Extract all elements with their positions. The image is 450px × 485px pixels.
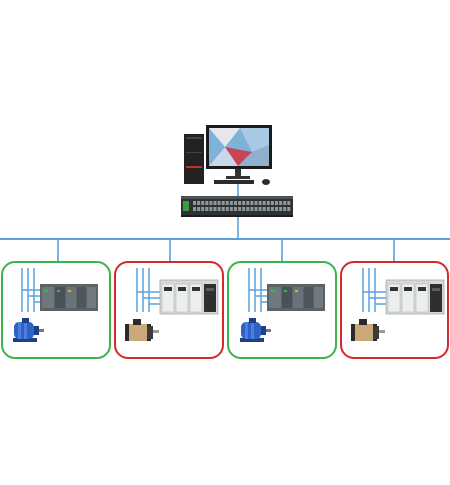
switch-port — [225, 207, 229, 211]
switch-port — [193, 207, 196, 211]
switch-port — [201, 201, 205, 205]
switch-port — [258, 201, 262, 205]
switch-port — [279, 207, 283, 211]
servo-motor-icon — [351, 319, 385, 341]
switch-port — [266, 201, 270, 205]
switch-port — [209, 201, 213, 205]
switch-port — [217, 207, 221, 211]
switch-port — [258, 207, 262, 211]
switch-port — [283, 207, 287, 211]
field-wiring — [136, 268, 160, 312]
switch-port — [229, 207, 233, 211]
servo-drive-rack-icon — [159, 279, 219, 315]
switch-port — [205, 207, 209, 211]
switch-port — [193, 201, 196, 205]
switch-port — [270, 201, 274, 205]
switch-port — [197, 201, 201, 205]
switch-port — [279, 201, 283, 205]
switch-port — [238, 207, 242, 211]
switch-port — [246, 201, 250, 205]
switch-port — [213, 207, 217, 211]
switch-port — [221, 207, 225, 211]
node-2 — [114, 261, 224, 359]
switch-port — [266, 207, 270, 211]
switch-port — [275, 207, 278, 211]
switch-port — [201, 207, 205, 211]
blue-induction-motor-icon — [240, 318, 271, 342]
switch-port — [250, 207, 254, 211]
desktop-computer-icon — [184, 125, 272, 185]
switch-port — [254, 201, 258, 205]
servo-drive-rack-icon — [385, 279, 445, 315]
switch-port — [234, 201, 237, 205]
switch-port — [234, 207, 237, 211]
switch-port — [221, 201, 225, 205]
switch-port — [242, 201, 246, 205]
switch-port — [213, 201, 217, 205]
network-switch-icon — [181, 196, 293, 217]
switch-port — [270, 207, 274, 211]
switch-port — [197, 207, 201, 211]
blue-induction-motor-icon — [13, 318, 44, 342]
switch-port — [262, 207, 266, 211]
node-4 — [340, 261, 449, 359]
switch-port — [283, 201, 287, 205]
field-wiring — [248, 268, 267, 312]
switch-port — [250, 201, 254, 205]
switch-port — [242, 207, 246, 211]
plc-rack-icon — [40, 284, 98, 311]
switch-port — [246, 207, 250, 211]
field-wiring — [21, 268, 40, 312]
switch-port — [209, 207, 213, 211]
switch-port — [225, 201, 229, 205]
plc-rack-icon — [267, 284, 325, 311]
servo-motor-icon — [125, 319, 159, 341]
switch-port — [217, 201, 221, 205]
node-3 — [227, 261, 337, 359]
switch-port — [262, 201, 266, 205]
switch-port — [229, 201, 233, 205]
switch-port — [254, 207, 258, 211]
switch-port — [287, 207, 291, 211]
switch-port — [275, 201, 278, 205]
switch-port — [238, 201, 242, 205]
switch-port — [287, 201, 291, 205]
node-1 — [1, 261, 111, 359]
field-wiring — [362, 268, 386, 312]
switch-port — [205, 201, 209, 205]
